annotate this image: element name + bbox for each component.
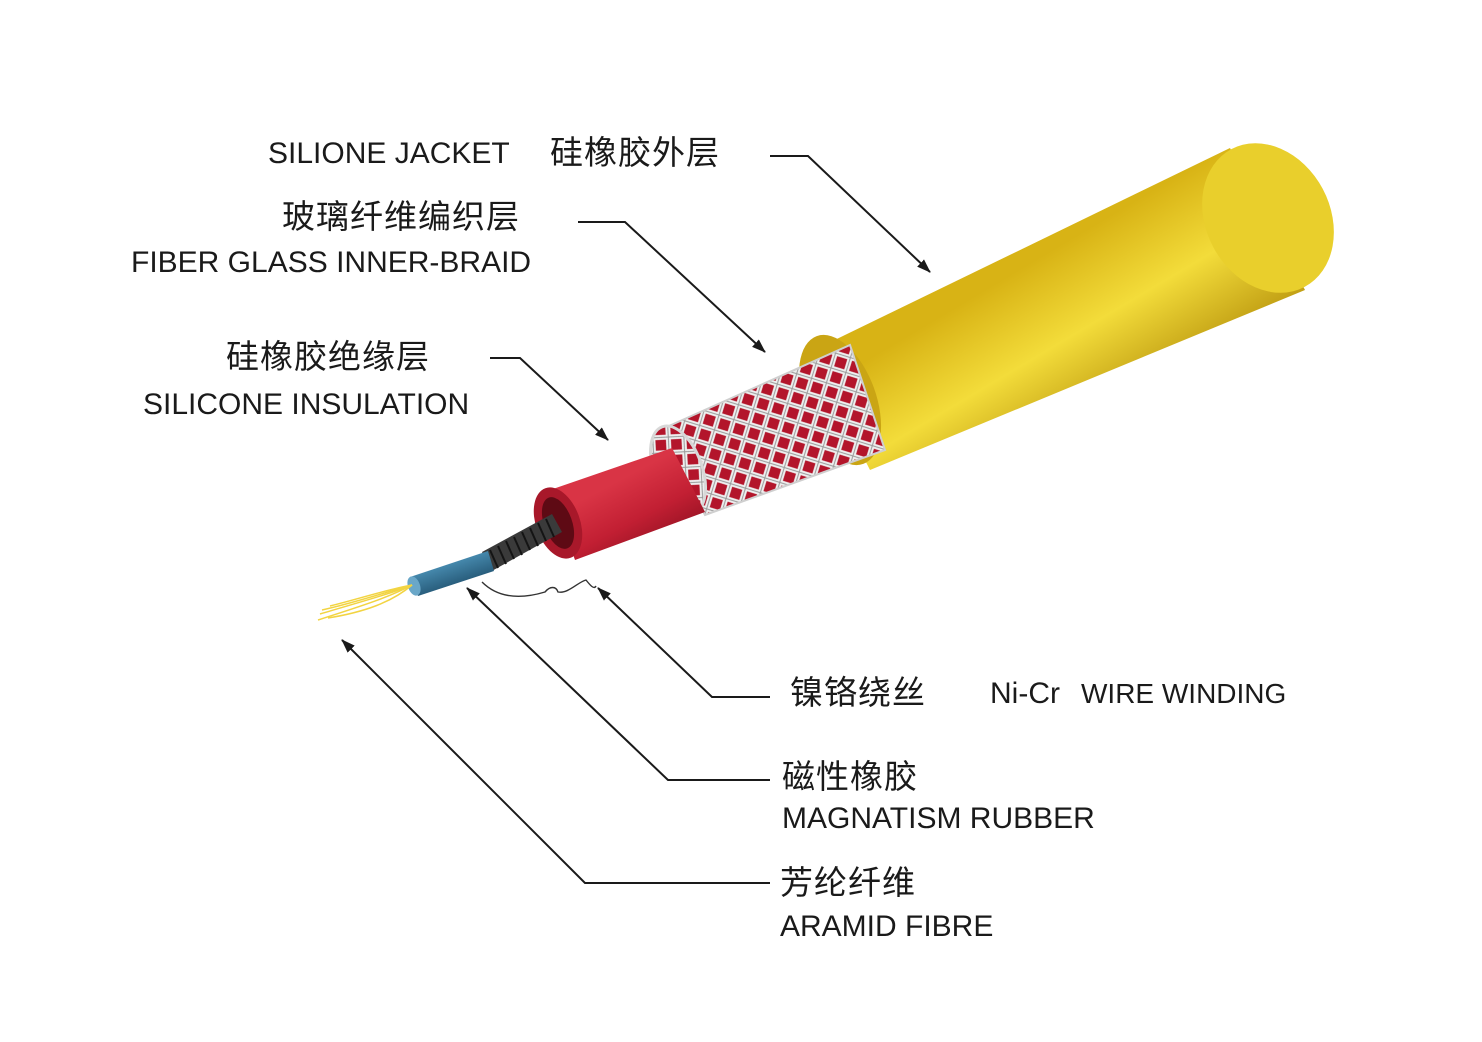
leader-jacket <box>770 155 931 273</box>
leader-insulation <box>490 357 609 441</box>
winding-label-en: WIRE WINDING <box>1081 678 1287 709</box>
insulation-label-zh: 硅橡胶绝缘层 <box>226 337 430 376</box>
leader-winding <box>597 587 770 698</box>
jacket-label-en: SILIONE JACKET <box>268 137 510 170</box>
aramid-label-zh: 芳纶纤维 <box>780 863 916 902</box>
winding-label-zh: 镍铬绕丝 <box>790 673 926 712</box>
rubber-core <box>482 514 562 572</box>
jacket-label-zh: 硅橡胶外层 <box>550 133 720 172</box>
aramid-fibres <box>317 584 413 621</box>
winding-label-prefix: Ni-Cr <box>990 677 1060 710</box>
leader-lines <box>341 155 931 884</box>
braid-label-en: FIBER GLASS INNER-BRAID <box>131 246 532 279</box>
leader-rubber <box>466 587 770 781</box>
leader-braid <box>578 221 766 353</box>
rubber-label-en: MAGNATISM RUBBER <box>782 802 1095 835</box>
aramid-label-en: ARAMID FIBRE <box>780 910 994 943</box>
insulation-layer <box>533 448 705 560</box>
nicr-wire-strand <box>481 579 597 597</box>
braid-label-zh: 玻璃纤维编织层 <box>282 197 520 236</box>
blue-core <box>407 551 494 596</box>
leader-aramid <box>341 639 770 884</box>
insulation-label-en: SILICONE INSULATION <box>143 388 470 421</box>
rubber-label-zh: 磁性橡胶 <box>782 757 918 796</box>
